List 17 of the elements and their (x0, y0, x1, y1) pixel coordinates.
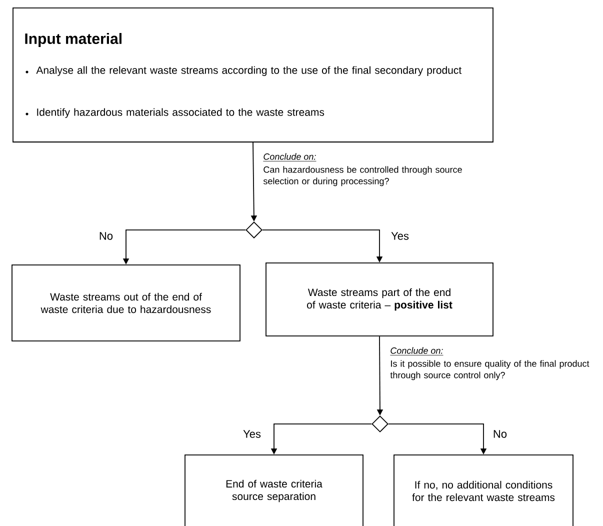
edge-label: No (492, 429, 508, 439)
decision-diamond (246, 222, 262, 238)
bullet-item: Analyse all the relevant waste streams according to the use of the final secondary product (26, 66, 462, 76)
question-text: Can hazardousness be controlled through source selection or during processing? (263, 166, 462, 186)
decision-diamond (372, 416, 388, 432)
note-heading: Conclude on: (263, 153, 316, 162)
process-box: Waste streams part of the end of waste criteria – positive list (266, 262, 494, 336)
process-box: Waste streams out of the end of waste criteria due to hazardousness (12, 264, 240, 342)
question-text: Is it possible to ensure quality of the final product through source control only? (390, 360, 590, 380)
note-heading: Conclude on: (390, 347, 444, 356)
process-box: End of waste criteria source separation (184, 454, 364, 526)
process-box: If no, no additional conditions for the relevant waste streams (394, 454, 574, 526)
heading: Input material (25, 33, 122, 47)
bullet-item: Identify hazardous materials associated to the waste streams (26, 108, 324, 118)
edge-label: Yes (390, 231, 410, 241)
edge-label: Yes (242, 429, 262, 439)
edge-label: No (98, 231, 114, 241)
